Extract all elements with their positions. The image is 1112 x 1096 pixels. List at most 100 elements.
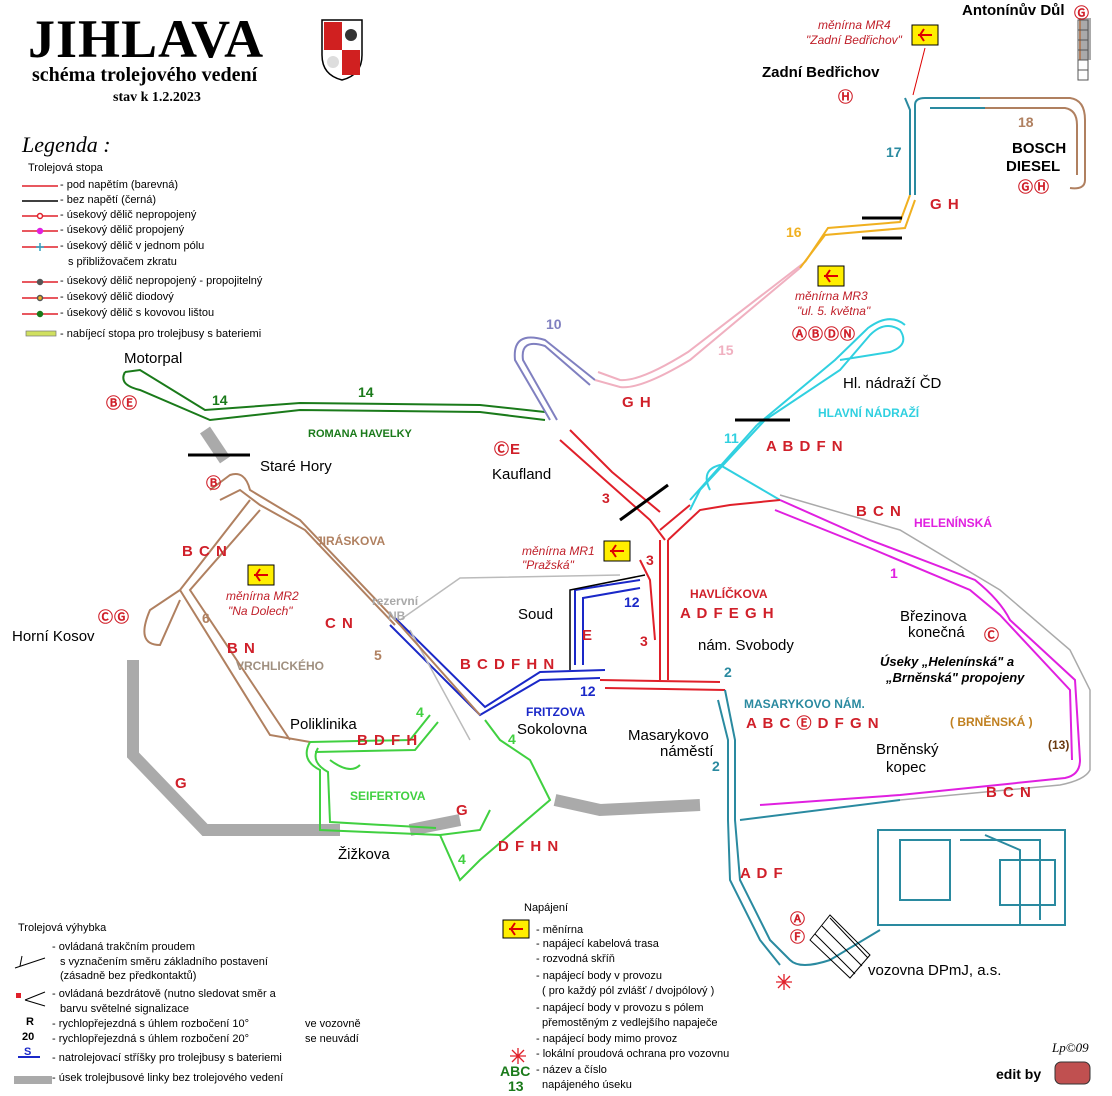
section-number: 15 bbox=[718, 342, 734, 358]
legend-item: - nabíjecí stopa pro trolejbusy s bateri… bbox=[60, 328, 262, 340]
legend-track-heading: Trolejová stopa bbox=[28, 162, 103, 174]
footer-credit: Lp©09 bbox=[1052, 1040, 1089, 1055]
switch-symbol-20: 20 bbox=[22, 1031, 35, 1043]
route-heleninska bbox=[759, 499, 1082, 806]
map-subtitle: schéma trolejového vedení bbox=[32, 64, 258, 86]
route-seifertova bbox=[305, 714, 552, 882]
street-rezervni: rezervní bbox=[372, 594, 419, 608]
switch-legend-item: se neuvádí bbox=[305, 1033, 359, 1045]
substation-mr4-name: měnírna MR4 bbox=[818, 18, 891, 32]
legend-item: - úsekový dělič v jednom pólu bbox=[60, 240, 205, 252]
stop-bosch: BOSCH bbox=[1012, 140, 1067, 157]
stop-zadni-bedrichov: Zadní Bedřichov bbox=[762, 64, 880, 81]
section-number: 3 bbox=[640, 633, 648, 649]
substation-mr4-place: "Zadní Bedřichov" bbox=[806, 33, 902, 47]
section-cn: C N bbox=[325, 615, 354, 632]
power-legend-item: napájeného úseku bbox=[542, 1079, 632, 1091]
route-jiraskova bbox=[143, 473, 481, 743]
legend-item: s přibližovačem zkratu bbox=[68, 256, 177, 268]
substation-mr1-place: "Pražská" bbox=[522, 558, 574, 572]
switch-legend-item: barvu světelné signalizace bbox=[60, 1003, 190, 1015]
substation-mr2-name: měnírna MR2 bbox=[226, 589, 299, 603]
switch-legend-heading: Trolejová výhybka bbox=[18, 922, 107, 934]
section-g-mid: G bbox=[456, 802, 469, 819]
route-15 bbox=[594, 261, 806, 389]
stop-kopec: kopec bbox=[886, 759, 927, 776]
section-number: 5 bbox=[374, 647, 382, 663]
section-h-circle: Ⓗ bbox=[838, 89, 855, 106]
power-legend-item: - napájecí body mimo provoz bbox=[536, 1033, 678, 1045]
substation-mr2-place: "Na Dolech" bbox=[228, 604, 293, 618]
stop-horni-kosov: Horní Kosov bbox=[12, 628, 95, 645]
stop-hl-nadrazi: Hl. nádraží ČD bbox=[843, 375, 942, 392]
power-legend-item: - název a číslo bbox=[536, 1064, 607, 1076]
note-line-1: Úseky „Helenínská" a bbox=[880, 654, 1015, 669]
street-brnenska: ( BRNĚNSKÁ ) bbox=[950, 715, 1033, 729]
stop-masarykovo: Masarykovo bbox=[628, 727, 709, 744]
section-number: 17 bbox=[886, 144, 902, 160]
section-number: (13) bbox=[1048, 738, 1070, 752]
section-gh-mid: G H bbox=[622, 394, 652, 411]
protection-asterisk bbox=[510, 974, 792, 1064]
section-number: 1 bbox=[890, 565, 898, 581]
legend-item: - úsekový dělič nepropojený bbox=[60, 209, 197, 221]
street-nb: NB bbox=[388, 609, 406, 623]
section-number: 10 bbox=[546, 316, 562, 332]
switch-legend-item: - rychlopřejezdná s úhlem rozbočení 20° bbox=[52, 1033, 250, 1045]
section-bcn-top: B C N bbox=[856, 503, 902, 520]
stop-poliklinika: Poliklinika bbox=[290, 716, 357, 733]
section-f-circle: Ⓕ bbox=[790, 929, 807, 946]
stop-brnensky: Brněnský bbox=[876, 741, 939, 758]
street-heleninska: HELENÍNSKÁ bbox=[914, 516, 993, 530]
section-adfegh: A D F E G H bbox=[680, 605, 775, 622]
section-number: 3 bbox=[646, 552, 654, 568]
section-bn: B N bbox=[227, 640, 256, 657]
terminal-gauge bbox=[1077, 19, 1089, 81]
section-number: 6 bbox=[202, 610, 210, 626]
power-legend-item: - napájecí body v provozu s pólem bbox=[536, 1002, 704, 1014]
route-fritzova bbox=[389, 579, 641, 717]
section-cg: ⒸⒼ bbox=[98, 609, 131, 626]
section-abdn: ⒶⒷⒹⓃ bbox=[792, 326, 857, 343]
stop-brezinova-end: konečná bbox=[908, 624, 965, 641]
section-number: 4 bbox=[416, 704, 424, 720]
map-date: stav k 1.2.2023 bbox=[113, 90, 201, 105]
section-b-circle: Ⓑ bbox=[206, 475, 223, 492]
street-seifertova: SEIFERTOVA bbox=[350, 789, 426, 803]
route-depot bbox=[717, 689, 1066, 966]
legend-item: - pod napětím (barevná) bbox=[60, 179, 179, 191]
power-legend-item: - rozvodná skříň bbox=[536, 953, 615, 965]
stop-nam-svobody: nám. Svobody bbox=[698, 637, 794, 654]
switch-legend-item: - ovládaná bezdrátově (nutno sledovat sm… bbox=[52, 988, 276, 1000]
section-bcn-left: B C N bbox=[182, 543, 228, 560]
section-c-circle: Ⓒ bbox=[984, 627, 1001, 644]
section-number: 14 bbox=[358, 384, 374, 400]
route-unpowered bbox=[569, 574, 646, 670]
stop-namesti: náměstí bbox=[660, 743, 714, 760]
power-legend-item: - napájecí body v provozu bbox=[536, 970, 662, 982]
section-bcn-bottom: B C N bbox=[986, 784, 1032, 801]
route-16 bbox=[799, 194, 916, 269]
stop-diesel: DIESEL bbox=[1006, 158, 1061, 175]
power-legend-item: ( pro každý pól zvlášť / dvojpólový ) bbox=[542, 985, 715, 997]
legend-samples bbox=[14, 185, 58, 1084]
street-havlickova: HAVLÍČKOVA bbox=[690, 587, 768, 601]
section-e: E bbox=[582, 627, 594, 644]
switch-legend-item: ve vozovně bbox=[305, 1018, 361, 1030]
section-g-circle: Ⓖ bbox=[1074, 5, 1091, 22]
legend-heading: Legenda : bbox=[22, 132, 111, 157]
stop-stare-hory: Staré Hory bbox=[260, 458, 332, 475]
stop-antoninuv-dul: Antonínův Důl bbox=[962, 2, 1065, 19]
section-number: 3 bbox=[602, 490, 610, 506]
power-legend-item: přemostěným z vedlejšího napaječe bbox=[542, 1017, 718, 1029]
section-number: 14 bbox=[212, 392, 228, 408]
switch-legend-item: (zásadně bez předkontaktů) bbox=[60, 970, 197, 982]
legend-item: - úsekový dělič nepropojený - propojitel… bbox=[60, 275, 263, 287]
section-number: 2 bbox=[724, 664, 732, 680]
street-jiraskova: JIRÁSKOVA bbox=[316, 534, 386, 548]
legend-item: - bez napětí (černá) bbox=[60, 194, 156, 206]
street-hlavni-nadrazi: HLAVNÍ NÁDRAŽÍ bbox=[818, 406, 920, 420]
depot-building bbox=[809, 914, 871, 979]
map-title: JIHLAVA bbox=[28, 9, 265, 69]
